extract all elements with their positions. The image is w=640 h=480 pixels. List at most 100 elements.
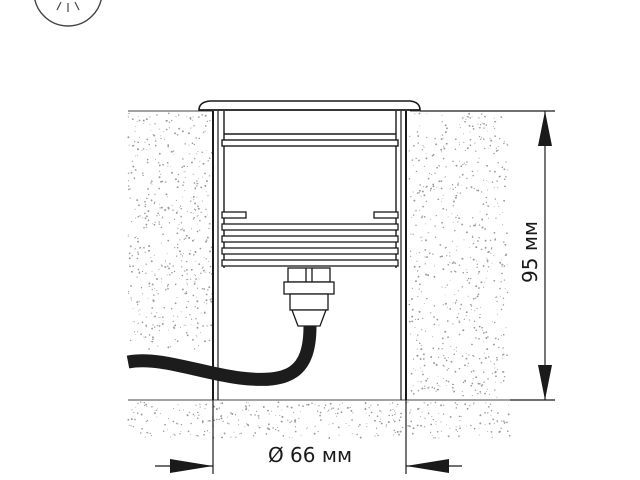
soil-dot [185, 234, 188, 237]
soil-dot [154, 193, 156, 195]
soil-dot [473, 187, 475, 190]
soil-dot [133, 177, 136, 179]
soil-dot [137, 268, 140, 271]
soil-dot [414, 318, 416, 320]
soil-dot [454, 229, 456, 232]
soil-dot [478, 427, 480, 429]
soil-dot [277, 406, 279, 408]
soil-dot [218, 418, 220, 421]
soil-dot [399, 416, 402, 418]
soil-dot [392, 409, 394, 410]
soil-dot [499, 214, 501, 216]
soil-dot [128, 264, 130, 266]
soil-dot [431, 386, 434, 389]
soil-dot [464, 364, 466, 367]
soil-dot [255, 410, 258, 413]
soil-dot [503, 420, 505, 423]
soil-dot [137, 331, 139, 333]
soil-dot [498, 431, 501, 433]
soil-dot [137, 322, 139, 324]
soil-dot [479, 316, 481, 319]
soil-dot [469, 303, 472, 306]
soil-dot [160, 263, 162, 265]
soil-dot [128, 185, 130, 187]
soil-dot [507, 169, 509, 171]
diameter-label: Ø 66 мм [268, 443, 352, 467]
soil-dot [502, 297, 505, 300]
soil-dot [199, 160, 201, 162]
soil-dot [144, 203, 147, 206]
soil-dot [436, 388, 439, 391]
soil-dot [153, 337, 155, 339]
soil-dot [200, 186, 202, 188]
soil-dot [134, 141, 136, 143]
soil-dot [441, 337, 444, 340]
soil-dot [158, 152, 161, 155]
soil-dot [148, 285, 150, 288]
soil-dot [500, 116, 503, 118]
soil-dot [158, 325, 161, 327]
soil-dot [496, 180, 498, 182]
soil-dot [461, 390, 463, 392]
soil-dot [179, 250, 181, 253]
soil-dot [421, 236, 423, 238]
soil-dot [500, 296, 502, 297]
soil-dot [196, 326, 199, 329]
soil-dot [246, 423, 248, 425]
soil-dot [419, 125, 421, 127]
soil-dot [412, 214, 415, 216]
soil-dot [364, 407, 367, 409]
soil-dot [501, 166, 504, 169]
soil-dot [195, 274, 197, 277]
soil-dot [245, 408, 248, 411]
soil-dot [493, 121, 496, 123]
soil-dot [336, 412, 339, 415]
soil-dot [500, 281, 502, 283]
soil-dot [505, 327, 507, 329]
soil-dot [449, 255, 451, 257]
soil-dot [147, 298, 149, 299]
soil-dot [158, 268, 160, 270]
soil-dot [412, 233, 414, 236]
soil-dot [465, 381, 467, 383]
soil-dot [127, 172, 130, 174]
soil-dot [207, 160, 209, 162]
soil-dot [444, 294, 446, 296]
soil-dot [223, 432, 226, 435]
soil-dot [141, 149, 143, 151]
soil-dot [439, 255, 442, 258]
soil-dot [493, 152, 495, 155]
soil-dot [442, 413, 445, 415]
soil-dot [151, 338, 154, 341]
soil-dot [324, 404, 327, 406]
soil-dot [471, 309, 472, 311]
soil-dot [496, 396, 498, 398]
soil-dot [502, 333, 505, 336]
soil-dot [238, 433, 240, 435]
soil-dot [479, 383, 481, 385]
soil-dot [198, 166, 200, 168]
soil-dot [422, 317, 424, 320]
soil-dot [186, 166, 189, 168]
soil-dot [167, 206, 170, 209]
soil-dot [205, 403, 208, 406]
soil-dot [162, 430, 165, 433]
soil-dot [506, 354, 508, 357]
soil-dot [149, 432, 151, 435]
soil-dot [458, 320, 460, 322]
soil-dot [423, 302, 425, 304]
soil-dot [141, 321, 144, 324]
soil-dot [327, 410, 329, 412]
soil-dot [478, 270, 481, 273]
soil-dot [197, 215, 199, 217]
soil-dot [491, 181, 494, 183]
soil-dot [389, 403, 391, 405]
soil-dot [172, 265, 174, 267]
soil-dot [133, 411, 135, 414]
soil-dot [154, 201, 156, 203]
soil-dot [436, 318, 439, 321]
soil-dot [478, 357, 481, 360]
soil-dot [499, 287, 501, 290]
soil-dot [490, 431, 493, 433]
